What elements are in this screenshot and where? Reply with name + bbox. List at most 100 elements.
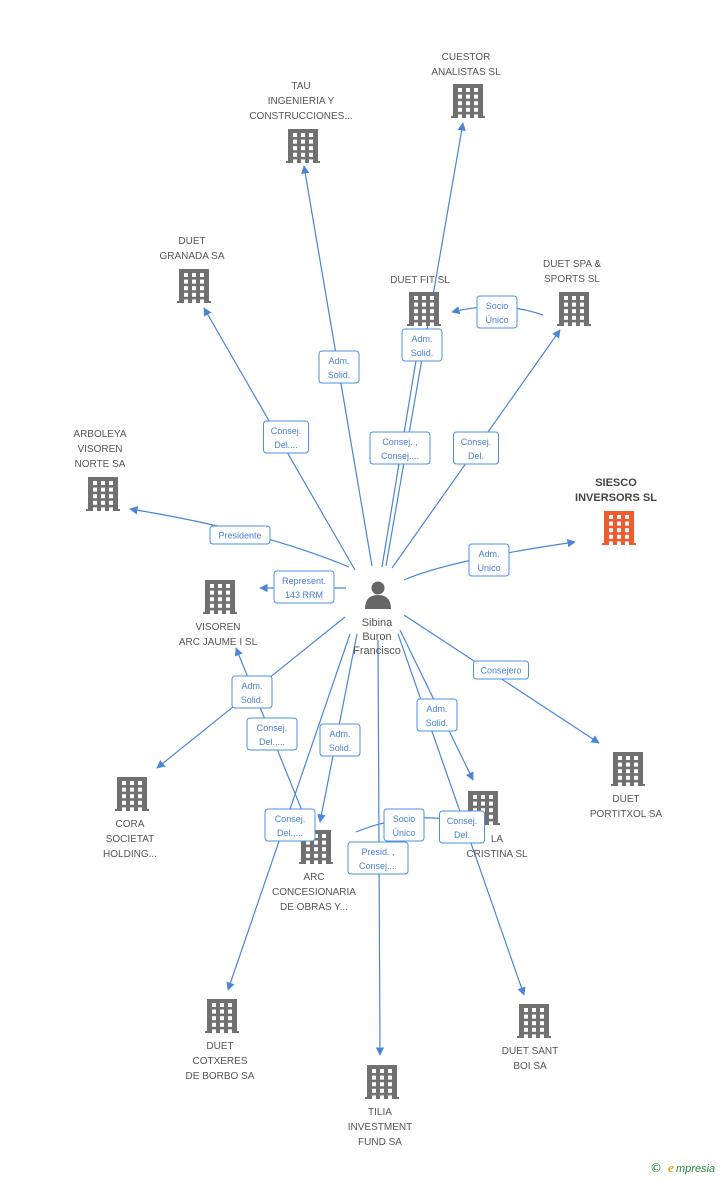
company-name-line: DUET SPA &	[543, 259, 601, 270]
person-name-line: Buron	[362, 631, 391, 643]
role-label-r-granada[interactable]: Consej.Del....	[263, 420, 309, 454]
person-icon	[365, 581, 391, 609]
role-label-text: Adm.	[411, 334, 432, 344]
company-name-line: ARBOLEYA	[73, 429, 126, 440]
company-node-siesco[interactable]: SIESCO INVERSORS SL	[575, 477, 657, 546]
role-label-r-arc-a[interactable]: Consej. Del.,...	[246, 717, 298, 751]
company-node-visoren-arc[interactable]: VISOREN ARC JAUME I SL	[179, 580, 258, 648]
role-label-r-spa[interactable]: Consej.Del.	[453, 431, 499, 465]
role-label-r-tau[interactable]: Adm. Solid.	[318, 350, 360, 384]
role-label-r-arc-b[interactable]: Adm. Solid.	[319, 723, 361, 757]
building-icon	[177, 269, 211, 304]
company-name-line: DUET	[206, 1041, 233, 1052]
role-label-r-portitxol[interactable]: Consejero	[473, 660, 529, 680]
role-label-r-tilia[interactable]: Presid. , Consej....	[347, 841, 409, 875]
company-name-line: LA	[491, 834, 504, 845]
building-icon	[365, 1065, 399, 1100]
company-node-tilia[interactable]: TILIA INVESTMENT FUND SA	[348, 1065, 412, 1148]
building-icon	[205, 999, 239, 1034]
roles-layer: Adm.Solid.Consej.Del....Adm.Solid.Consej…	[209, 295, 529, 875]
building-icon	[602, 511, 636, 546]
role-label-text: Consej. ,	[382, 437, 418, 447]
company-name-line: SOCIETAT	[106, 834, 155, 845]
role-label-r-cora[interactable]: Adm.Solid.	[231, 675, 273, 709]
company-name-line: VISOREN	[195, 622, 240, 633]
role-label-text: Consej.	[461, 437, 492, 447]
role-label-r-santboi[interactable]: Consej. Del.	[439, 810, 485, 844]
role-label-text: Presid. ,	[361, 847, 394, 857]
role-label-text: Consej....	[381, 451, 419, 461]
role-label-text: Represent.	[282, 576, 326, 586]
building-icon	[611, 752, 645, 787]
role-label-text: Único	[392, 828, 415, 838]
building-icon	[557, 292, 591, 327]
company-node-cora[interactable]: CORASOCIETATHOLDING...	[103, 777, 157, 860]
company-name-line: DE BORBO SA	[186, 1071, 255, 1082]
company-name-line: DUET	[612, 794, 639, 805]
role-label-r-cuestor[interactable]: Consej. , Consej....	[369, 431, 431, 465]
company-name-line: BOI SA	[513, 1061, 547, 1072]
role-label-r-cotxeres[interactable]: Consej. Del.,...	[264, 808, 316, 842]
building-icon	[451, 84, 485, 119]
role-label-text: Adm.	[478, 549, 499, 559]
company-name-line: INVERSORS SL	[575, 492, 657, 504]
company-name-line: SIESCO	[595, 477, 637, 489]
person-name-line: Sibina	[362, 617, 393, 629]
role-label-text: Del.,...	[277, 828, 303, 838]
company-name-line: VISOREN	[77, 444, 122, 455]
company-name-line: TILIA	[368, 1107, 392, 1118]
role-label-text: Socio	[393, 814, 416, 824]
role-label-text: Adm.	[329, 729, 350, 739]
building-icon	[407, 292, 441, 327]
role-label-text: Adm.	[241, 681, 262, 691]
role-label-text: Solid.	[328, 370, 351, 380]
role-label-text: Único	[485, 315, 508, 325]
role-label-text: Del.	[454, 830, 470, 840]
company-node-duet-fit[interactable]: DUET FIT SL	[390, 275, 450, 327]
company-name-line: ANALISTAS SL	[431, 67, 501, 78]
role-label-r-arboleya[interactable]: Presidente	[209, 525, 271, 545]
building-icon	[115, 777, 149, 812]
company-name-line: CUESTOR	[442, 52, 491, 63]
company-name-line: INGENIERIA Y	[268, 96, 335, 107]
role-label-text: Solid.	[329, 743, 352, 753]
role-label-text: Solid.	[426, 718, 449, 728]
role-label-r-cristina-a[interactable]: Adm. Solid.	[416, 698, 458, 732]
company-name-line: DE OBRAS Y...	[280, 902, 348, 913]
role-label-text: Consej....	[359, 861, 397, 871]
company-name-line: FUND SA	[358, 1137, 402, 1148]
company-node-cuestor[interactable]: CUESTOR ANALISTAS SL	[431, 52, 501, 119]
role-label-r-fit-a[interactable]: Adm.Solid.	[401, 328, 443, 362]
role-label-text: Del.,...	[259, 737, 285, 747]
company-node-duet-spa[interactable]: DUET SPA & SPORTS SL	[543, 259, 601, 327]
role-label-text: Unico	[477, 563, 500, 573]
company-name-line: DUET	[178, 236, 205, 247]
role-label-text: Del....	[274, 440, 298, 450]
company-name-line: SPORTS SL	[544, 274, 600, 285]
role-label-text: Adm.	[426, 704, 447, 714]
building-icon	[517, 1004, 551, 1039]
company-name-line: TAU	[291, 81, 310, 92]
role-label-r-visoren[interactable]: Represent.143 RRM	[273, 570, 335, 604]
role-label-r-siesco[interactable]: Adm. Unico	[468, 543, 510, 577]
role-label-text: Consej.	[275, 814, 306, 824]
role-label-text: Adm.	[328, 356, 349, 366]
company-name-line: HOLDING...	[103, 849, 157, 860]
role-label-text: Consej.	[447, 816, 478, 826]
company-name-line: INVESTMENT	[348, 1122, 412, 1133]
building-icon	[86, 477, 120, 512]
footer-brand[interactable]: © e mpresia	[650, 1160, 715, 1175]
role-label-text: Consej.	[257, 723, 288, 733]
company-name-line: ARC JAUME I SL	[179, 637, 258, 648]
